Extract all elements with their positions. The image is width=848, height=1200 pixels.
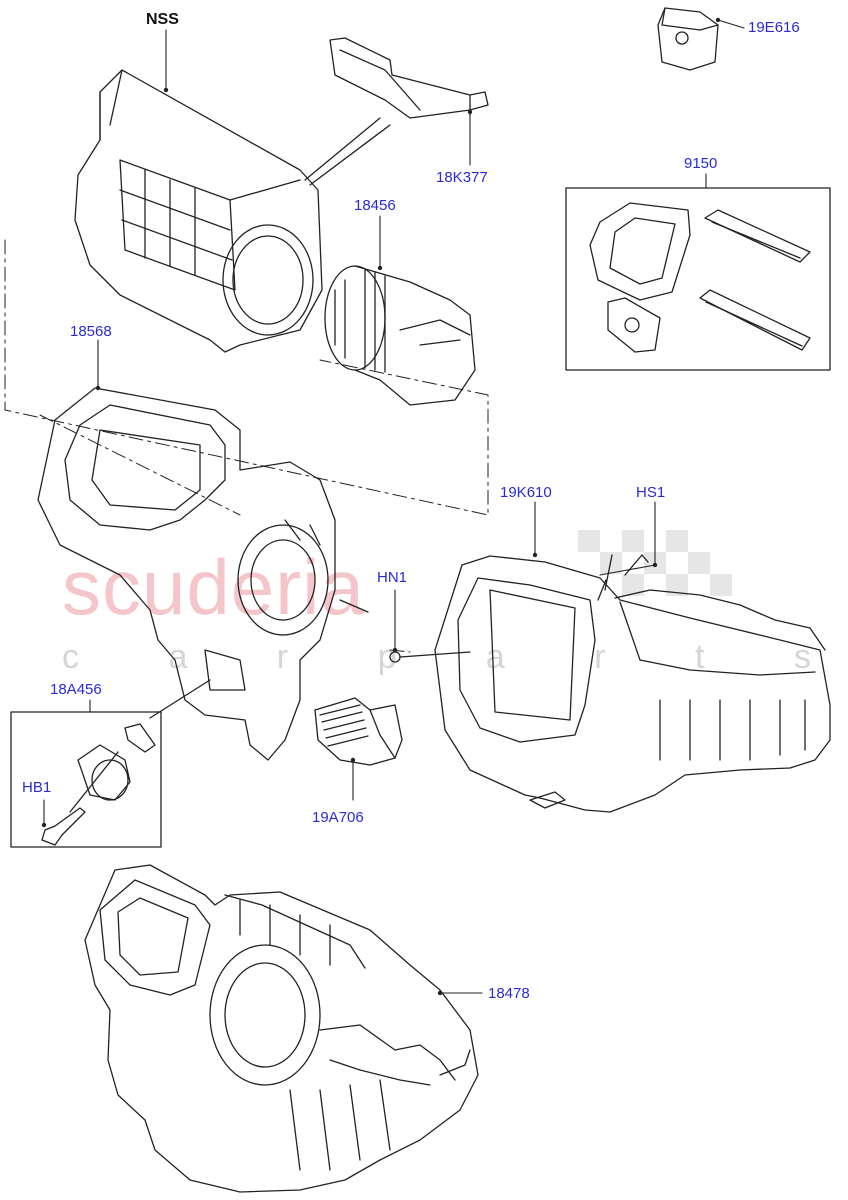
leader-lines [43, 19, 745, 994]
watermark-brand: scuderia [62, 543, 365, 631]
nss-blower-housing [74, 69, 323, 353]
callout-9150: 9150 [684, 155, 718, 172]
callout-18a456: 18A456 [50, 681, 102, 698]
callout-18568: 18568 [70, 323, 112, 340]
blower-motor-18456 [324, 265, 476, 406]
explode-guide-lines [4, 239, 489, 653]
callout-hs1: HS1 [636, 484, 666, 501]
actuator-19e616 [657, 7, 719, 71]
callout-19a706: 19A706 [312, 809, 364, 826]
box-18a456 [10, 679, 211, 848]
resistor-19a706 [314, 697, 403, 766]
callout-19k610: 19K610 [500, 484, 552, 501]
callout-18478: 18478 [488, 985, 530, 1002]
callout-hn1: HN1 [377, 569, 408, 586]
callout-nss: NSS [146, 11, 179, 28]
housing-18568 [37, 387, 369, 761]
complete-unit-18478 [84, 864, 479, 1193]
bracket-18k377 [304, 37, 489, 186]
callout-18456: 18456 [354, 197, 396, 214]
heater-case-19k610 [389, 554, 831, 813]
callout-18k377: 18K377 [436, 169, 488, 186]
callout-19e616: 19E616 [748, 19, 800, 36]
filter-kit-box [565, 187, 831, 371]
leader-dots [41, 17, 721, 996]
callout-hb1: HB1 [22, 779, 52, 796]
